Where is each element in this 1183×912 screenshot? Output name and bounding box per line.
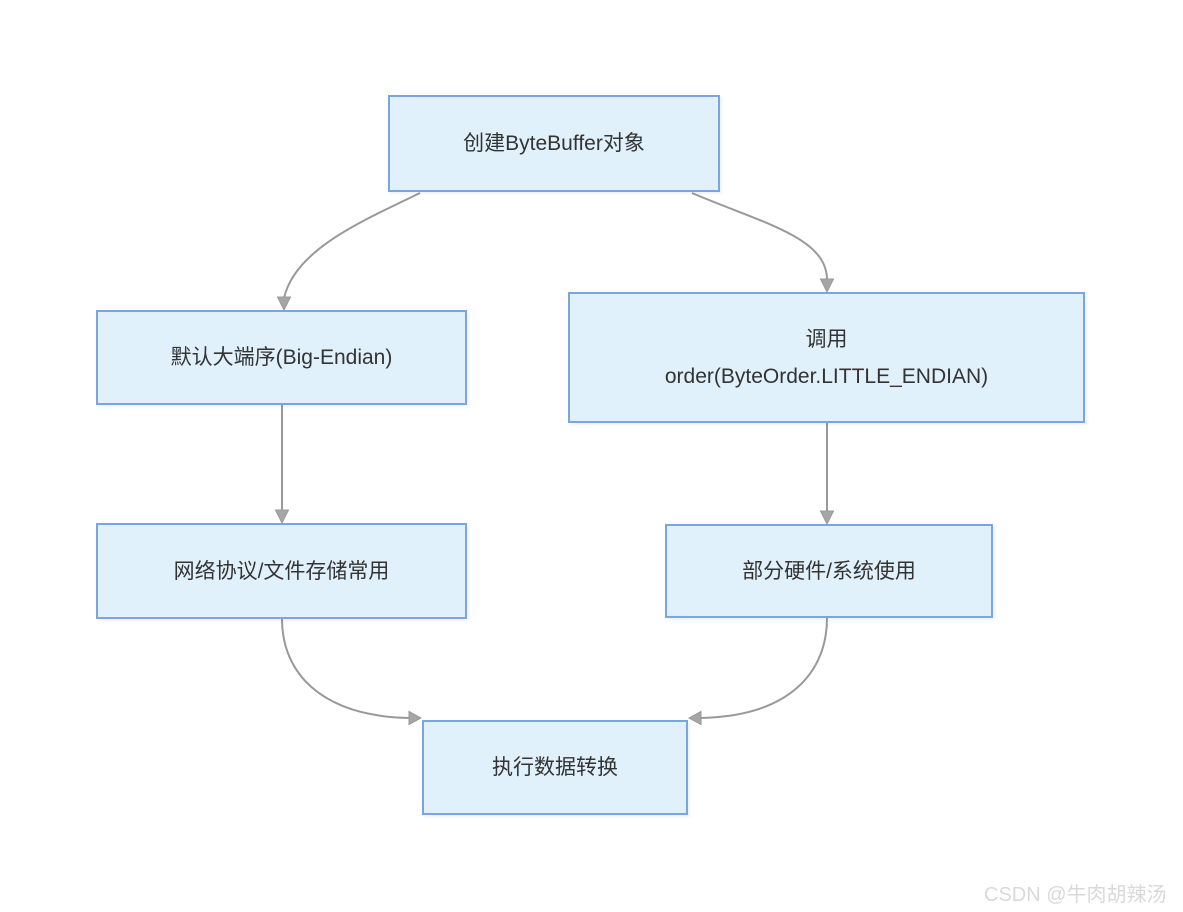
edge-hardware-to-convert: [687, 617, 828, 726]
edge-create-to-big-endian: [276, 192, 421, 312]
node-order-little-endian-line2: order(ByteOrder.LITTLE_ENDIAN): [664, 364, 989, 388]
node-create-bytebuffer: 创建ByteBuffer对象: [388, 95, 720, 192]
csdn-watermark: CSDN @牛肉胡辣汤: [984, 884, 1167, 906]
edge-network-to-convert: [281, 618, 423, 726]
node-default-big-endian-label: 默认大端序(Big-Endian): [170, 346, 393, 369]
node-network-protocol-storage: 网络协议/文件存储常用: [96, 523, 467, 619]
node-create-bytebuffer-label: 创建ByteBuffer对象: [463, 132, 645, 155]
edge-big-endian-to-network: [274, 405, 290, 525]
node-hardware-system-use-label: 部分硬件/系统使用: [742, 559, 916, 583]
edge-order-call-to-hardware: [819, 423, 835, 526]
node-execute-conversion: 执行数据转换: [422, 720, 688, 815]
node-order-little-endian-line1: 调用: [805, 327, 848, 351]
edge-create-to-order-call: [691, 192, 835, 294]
node-execute-conversion-label: 执行数据转换: [492, 756, 618, 779]
node-order-little-endian: 调用 order(ByteOrder.LITTLE_ENDIAN): [568, 292, 1085, 423]
node-network-protocol-storage-label: 网络协议/文件存储常用: [173, 559, 390, 583]
node-default-big-endian: 默认大端序(Big-Endian): [96, 310, 467, 405]
node-hardware-system-use: 部分硬件/系统使用: [665, 524, 993, 618]
